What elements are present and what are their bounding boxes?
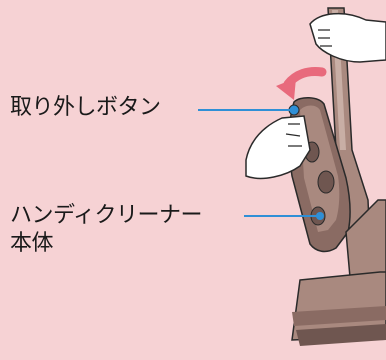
handy-cleaner-label-line2: 本体: [10, 231, 54, 256]
callout-release-button: [198, 106, 298, 114]
release-button-label: 取り外しボタン: [10, 95, 161, 120]
callout-handy-cleaner: [244, 212, 324, 220]
curved-arrow-left-icon: [276, 67, 327, 100]
handy-cleaner-label: ハンディクリーナー 本体: [10, 202, 202, 258]
lower-hand: [245, 115, 311, 180]
upper-hand: [309, 12, 386, 63]
vacuum-base: [291, 199, 386, 346]
handy-cleaner-label-line1: ハンディクリーナー: [10, 203, 202, 228]
